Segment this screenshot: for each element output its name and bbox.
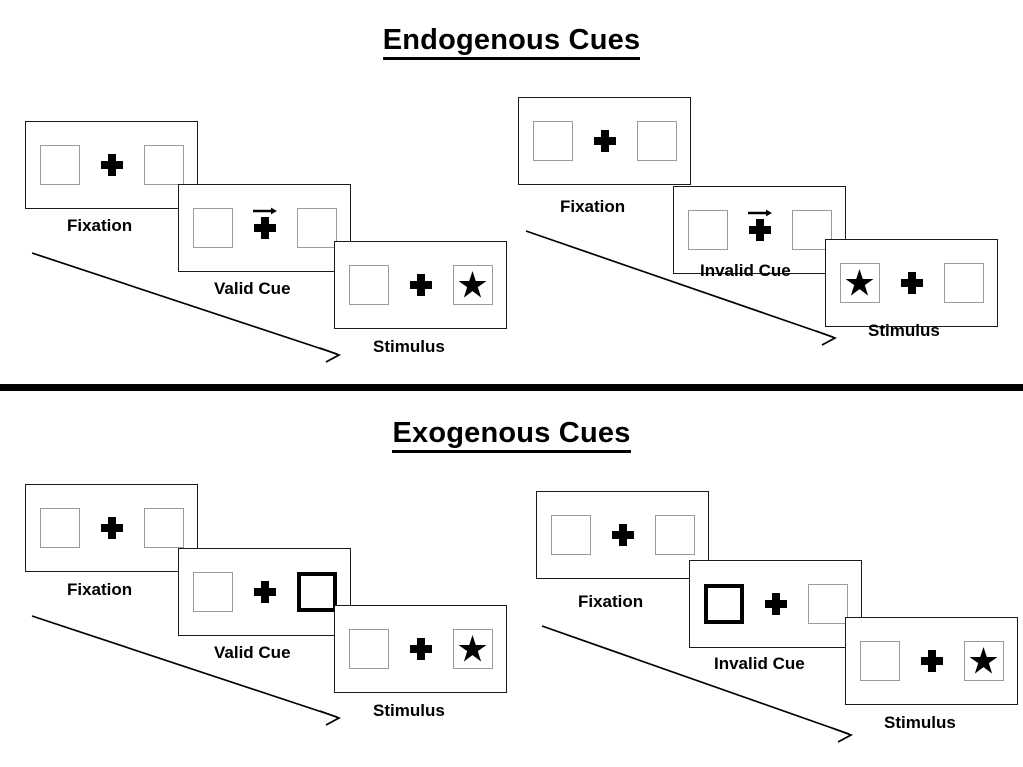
time-progression-arrow-icon bbox=[31, 252, 342, 363]
stimulus-box-left bbox=[687, 210, 728, 250]
caption-endogenous-valid-fixation: Fixation bbox=[67, 216, 133, 235]
centre-slot bbox=[745, 209, 775, 250]
plus-cross-icon bbox=[253, 581, 276, 603]
centre-slot bbox=[608, 515, 638, 555]
plus-cross-icon bbox=[409, 274, 432, 296]
caption-exogenous-invalid-fixation: Fixation bbox=[578, 592, 644, 611]
stimulus-box-left bbox=[859, 641, 900, 681]
plus-cross-icon bbox=[764, 593, 787, 615]
stimulus-box-right bbox=[807, 584, 848, 624]
arrow-right-icon bbox=[747, 209, 772, 217]
star-icon bbox=[845, 269, 874, 296]
centre-slot bbox=[761, 584, 791, 624]
caption-endogenous-invalid-stimulus: Stimulus bbox=[868, 321, 940, 340]
panel-content bbox=[192, 207, 337, 248]
plus-cross-icon bbox=[920, 650, 943, 672]
stimulus-box-right bbox=[654, 515, 695, 555]
panel-exogenous-valid-fixation bbox=[25, 484, 198, 572]
centre-slot bbox=[917, 641, 947, 681]
panel-endogenous-invalid-stimulus bbox=[825, 239, 998, 327]
plus-cross-icon bbox=[100, 154, 123, 176]
time-progression-arrow-icon bbox=[541, 625, 854, 743]
panel-exogenous-valid-stimulus bbox=[334, 605, 507, 693]
caption-exogenous-valid-fixation: Fixation bbox=[67, 580, 133, 599]
stimulus-box-right bbox=[143, 145, 184, 185]
section-title-endogenous-text: Endogenous Cues bbox=[382, 24, 641, 60]
star-icon bbox=[969, 647, 998, 674]
panel-content bbox=[39, 145, 184, 185]
caption-exogenous-valid-cue: Valid Cue bbox=[214, 643, 291, 662]
stimulus-box-right bbox=[452, 265, 493, 305]
centre-slot bbox=[97, 145, 127, 185]
stimulus-box-right bbox=[452, 629, 493, 669]
section-title-exogenous: Exogenous Cues bbox=[0, 417, 1023, 453]
panel-endogenous-invalid-cue bbox=[673, 186, 846, 274]
panel-endogenous-valid-fixation bbox=[25, 121, 198, 209]
time-progression-arrow-icon bbox=[31, 615, 342, 726]
plus-cross-icon bbox=[409, 638, 432, 660]
centre-slot bbox=[590, 121, 620, 161]
stimulus-box-left bbox=[348, 629, 389, 669]
caption-exogenous-valid-stimulus: Stimulus bbox=[373, 701, 445, 720]
panel-endogenous-valid-cue bbox=[178, 184, 351, 272]
stimulus-box-right bbox=[963, 641, 1004, 681]
star-icon bbox=[458, 635, 487, 662]
panel-content bbox=[348, 629, 493, 669]
arrow-right-icon bbox=[252, 207, 277, 215]
centre-slot bbox=[97, 508, 127, 548]
time-progression-arrow-icon bbox=[525, 230, 838, 346]
centre-slot bbox=[250, 207, 280, 248]
caption-endogenous-valid-cue: Valid Cue bbox=[214, 279, 291, 298]
stimulus-box-left bbox=[532, 121, 573, 161]
centre-slot bbox=[897, 263, 927, 303]
panel-endogenous-invalid-fixation bbox=[518, 97, 691, 185]
centre-slot bbox=[250, 572, 280, 612]
stimulus-box-right bbox=[943, 263, 984, 303]
plus-cross-icon bbox=[900, 272, 923, 294]
panel-exogenous-invalid-cue bbox=[689, 560, 862, 648]
section-title-endogenous: Endogenous Cues bbox=[0, 24, 1023, 60]
stimulus-box-right bbox=[296, 208, 337, 248]
stimulus-box-left bbox=[839, 263, 880, 303]
caption-endogenous-valid-stimulus: Stimulus bbox=[373, 337, 445, 356]
panel-content bbox=[192, 572, 337, 612]
stimulus-box-left-cued bbox=[703, 584, 744, 624]
caption-endogenous-invalid-fixation: Fixation bbox=[560, 197, 626, 216]
panel-content bbox=[348, 265, 493, 305]
stimulus-box-right-cued bbox=[296, 572, 337, 612]
panel-endogenous-valid-stimulus bbox=[334, 241, 507, 329]
panel-content bbox=[39, 508, 184, 548]
panel-content bbox=[839, 263, 984, 303]
centre-slot bbox=[406, 265, 436, 305]
star-icon bbox=[458, 271, 487, 298]
stimulus-box-left bbox=[39, 145, 80, 185]
stimulus-box-right bbox=[636, 121, 677, 161]
panel-content bbox=[703, 584, 848, 624]
plus-cross-icon bbox=[593, 130, 616, 152]
plus-cross-icon bbox=[748, 219, 771, 241]
panel-exogenous-valid-cue bbox=[178, 548, 351, 636]
stimulus-box-left bbox=[192, 572, 233, 612]
panel-content bbox=[532, 121, 677, 161]
caption-endogenous-invalid-cue: Invalid Cue bbox=[700, 261, 791, 280]
panel-content bbox=[687, 209, 832, 250]
stimulus-box-right bbox=[143, 508, 184, 548]
caption-exogenous-invalid-cue: Invalid Cue bbox=[714, 654, 805, 673]
stimulus-box-left bbox=[550, 515, 591, 555]
panel-content bbox=[859, 641, 1004, 681]
section-divider bbox=[0, 384, 1023, 391]
section-title-exogenous-text: Exogenous Cues bbox=[392, 417, 631, 453]
stimulus-box-right bbox=[791, 210, 832, 250]
plus-cross-icon bbox=[100, 517, 123, 539]
plus-cross-icon bbox=[253, 217, 276, 239]
panel-exogenous-invalid-fixation bbox=[536, 491, 709, 579]
stimulus-box-left bbox=[348, 265, 389, 305]
stimulus-box-left bbox=[192, 208, 233, 248]
panel-exogenous-invalid-stimulus bbox=[845, 617, 1018, 705]
centre-slot bbox=[406, 629, 436, 669]
caption-exogenous-invalid-stimulus: Stimulus bbox=[884, 713, 956, 732]
panel-content bbox=[550, 515, 695, 555]
plus-cross-icon bbox=[611, 524, 634, 546]
stimulus-box-left bbox=[39, 508, 80, 548]
